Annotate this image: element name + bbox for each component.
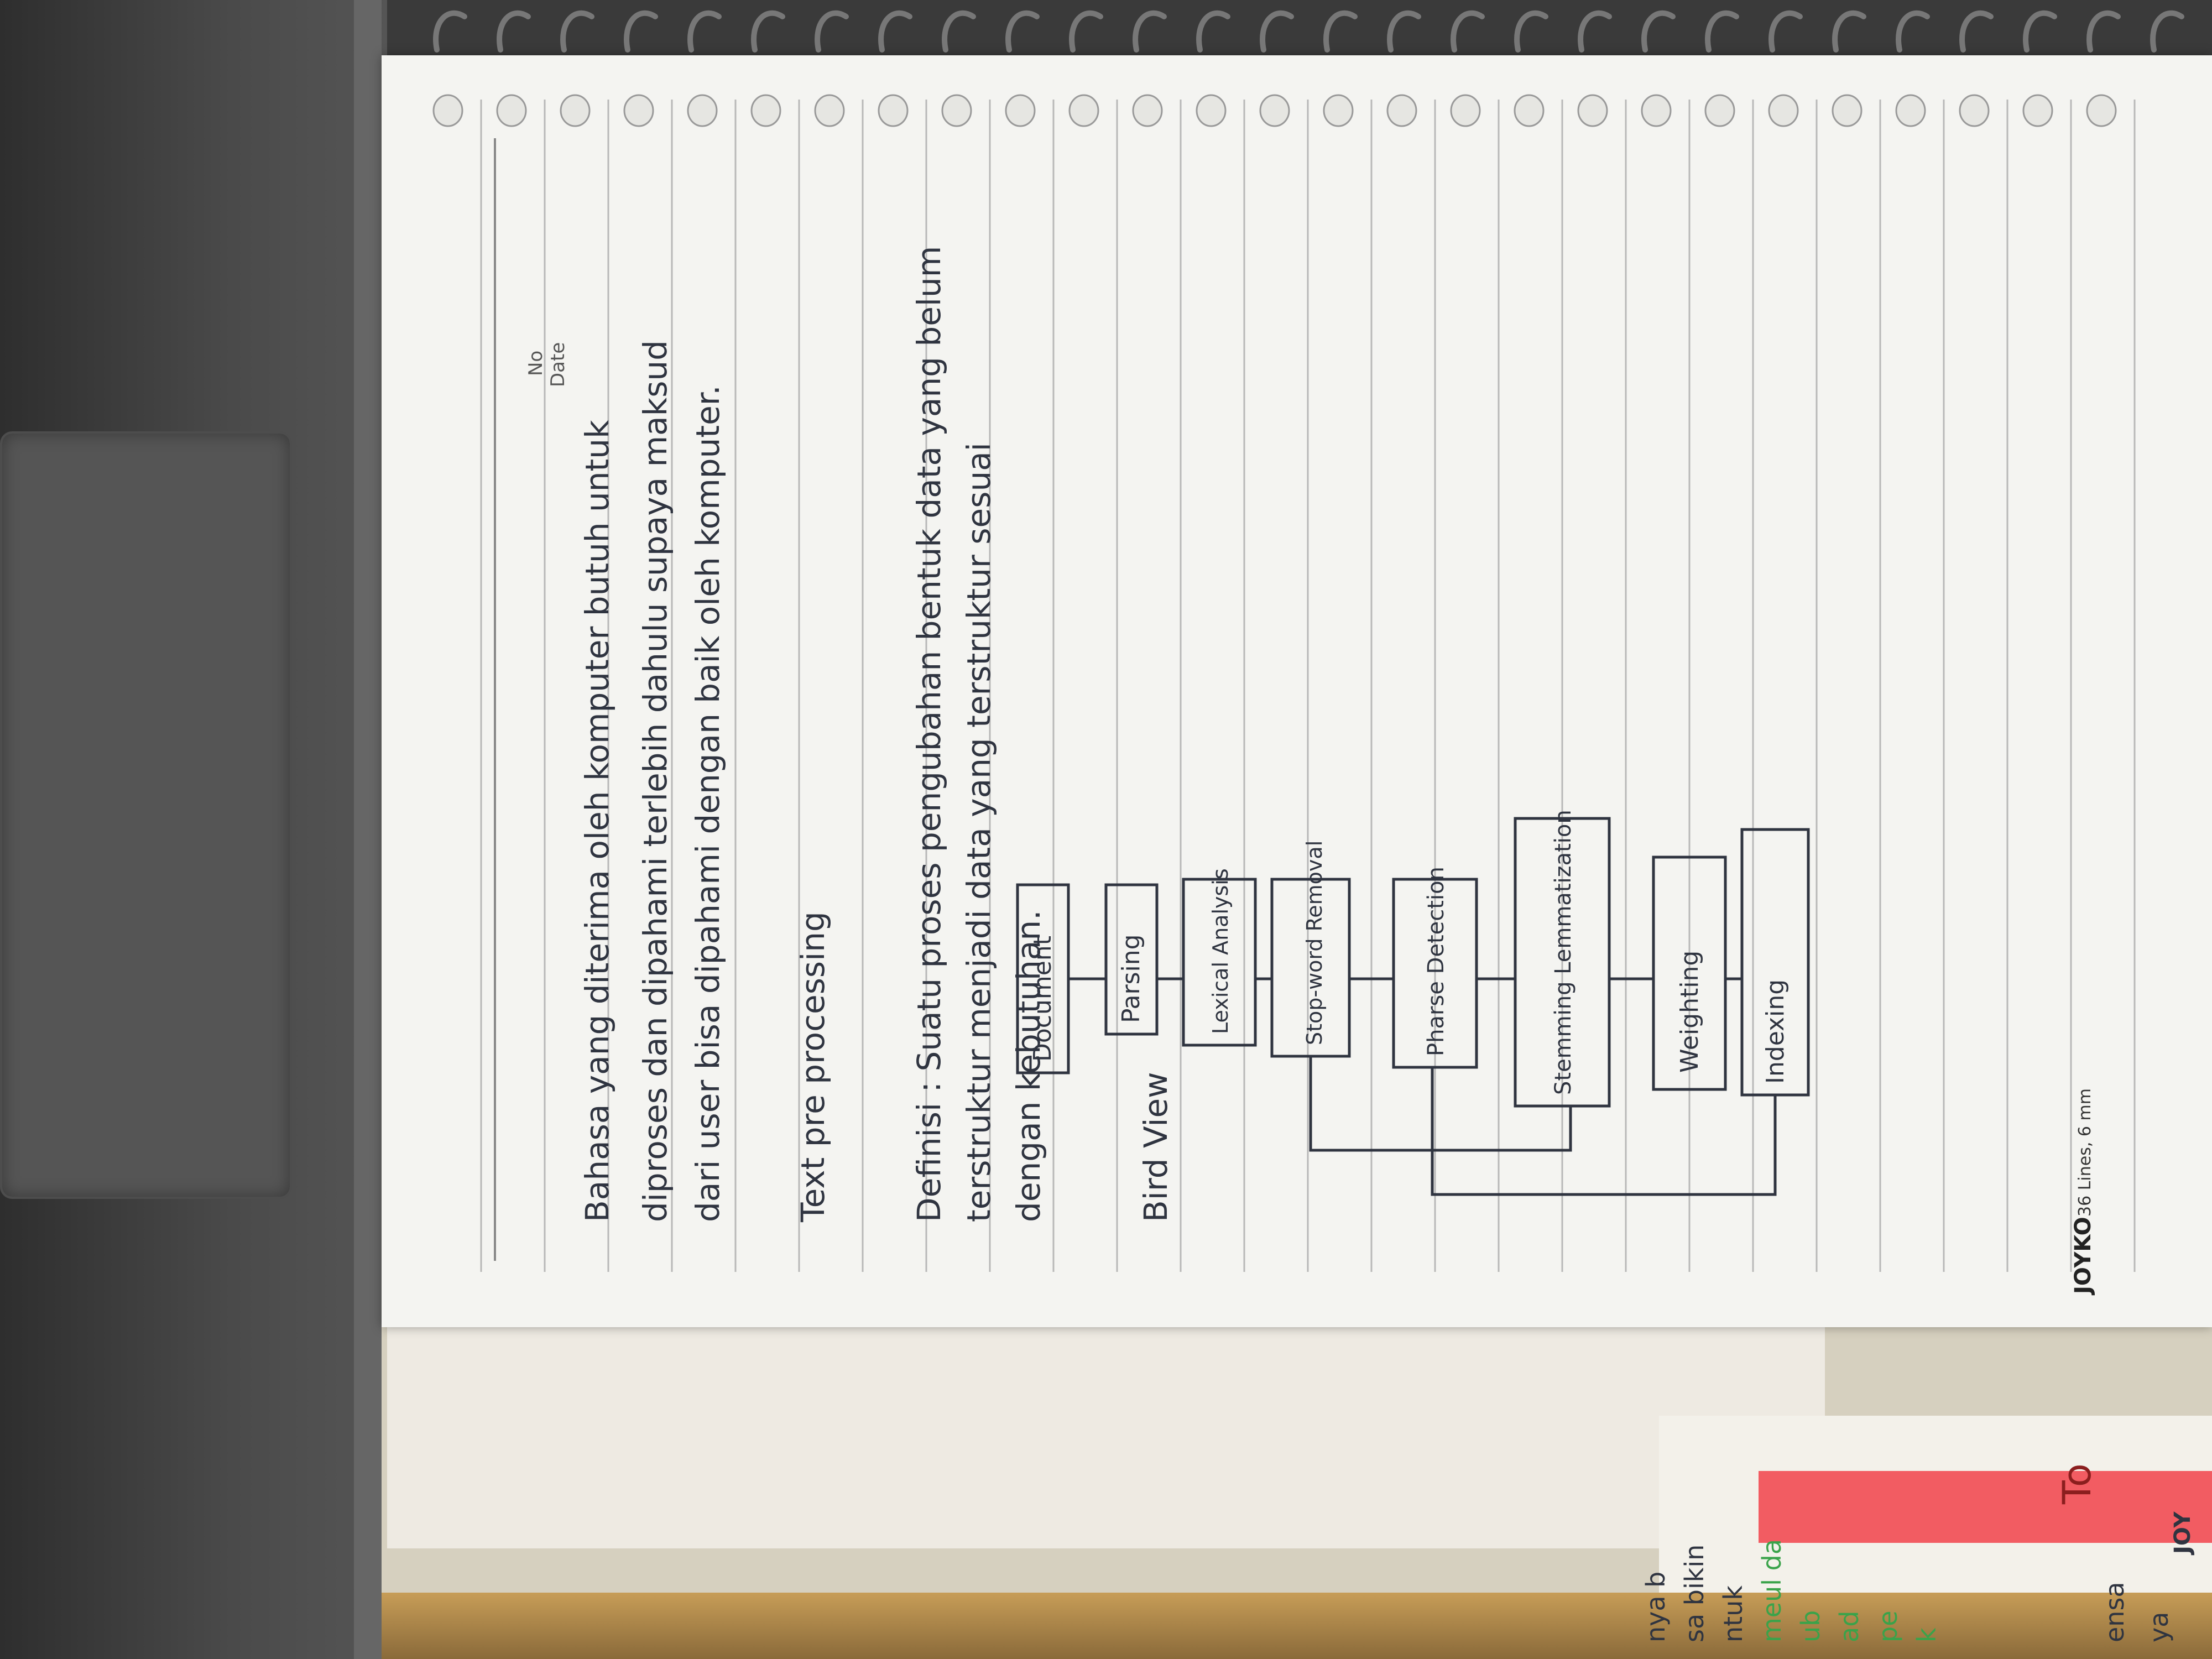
step-lexical: Lexical Analysis xyxy=(1208,868,1233,1034)
under-text-3: ntuk xyxy=(1718,1585,1748,1642)
step-box-weighting xyxy=(1652,855,1727,1091)
under-text-2: sa bikin xyxy=(1679,1545,1709,1642)
note-line-3: dari user bisa dipahami dengan baik oleh… xyxy=(689,385,727,1222)
under-text-6: ad xyxy=(1834,1611,1864,1642)
definition-line-3: dengan kebutuhan. xyxy=(1010,910,1047,1222)
section-heading: Text pre processing xyxy=(794,911,832,1223)
flow-diagram xyxy=(1016,817,1810,1196)
laptop-trackpad xyxy=(0,431,292,1199)
spiral-binding xyxy=(433,10,2184,53)
bird-view-heading: Bird View xyxy=(1137,1072,1175,1222)
under-page-text: nya b sa bikin ntuk meul da ub ad pe k e… xyxy=(1641,1463,2195,1643)
brand-name: JOYKO xyxy=(2070,1217,2096,1296)
under-text-to: To xyxy=(2054,1463,2100,1505)
under-text-10: ya xyxy=(2144,1612,2174,1642)
under-text-5: ub xyxy=(1796,1610,1825,1642)
step-stemming: Stemming Lemmatization xyxy=(1551,810,1576,1095)
under-sheet xyxy=(387,1316,1825,1548)
note-line-2: diproses dan dipahami terlebih dahulu su… xyxy=(637,340,674,1222)
step-box-lexical xyxy=(1182,878,1257,1047)
no-label: No xyxy=(525,351,547,376)
notebook-page: No Date Bahasa yang diterima oleh komput… xyxy=(382,55,2212,1327)
definition-line-1: Definisi : Suatu proses pengubahan bentu… xyxy=(910,246,948,1222)
under-text-7: pe xyxy=(1873,1611,1903,1643)
under-text-8: k xyxy=(1912,1627,1942,1642)
definition-line-2: terstruktur menjadi data yang terstruktu… xyxy=(960,442,998,1222)
punch-holes xyxy=(432,94,2117,127)
step-stopword: Stop-word Removal xyxy=(1302,841,1327,1045)
ruled-lines xyxy=(480,100,2136,1272)
step-weighting: Weighting xyxy=(1676,951,1704,1073)
under-text-9: ensa xyxy=(2100,1582,2130,1642)
step-document: Document xyxy=(1029,936,1057,1062)
step-box-pharse xyxy=(1392,878,1478,1069)
date-label: Date xyxy=(547,342,569,387)
step-box-parsing xyxy=(1104,883,1159,1036)
step-box-stemming xyxy=(1514,817,1611,1108)
under-text-4: meul da xyxy=(1757,1539,1787,1642)
note-line-1: Bahasa yang diterima oleh komputer butuh… xyxy=(578,420,616,1222)
notebook-cover-edge xyxy=(382,1593,2212,1659)
laptop-edge xyxy=(354,0,382,1659)
under-text-1: nya b xyxy=(1641,1572,1671,1642)
page-drawing: No Date Bahasa yang diterima oleh komput… xyxy=(432,94,2136,1296)
brand-spec: 36 Lines, 6 mm xyxy=(2075,1088,2095,1217)
step-pharse: Pharse Detection xyxy=(1423,867,1449,1056)
pink-sticky-tab xyxy=(1759,1471,2212,1543)
step-indexing: Indexing xyxy=(1761,979,1790,1084)
step-parsing: Parsing xyxy=(1117,934,1145,1023)
under-brand: JOY xyxy=(2170,1511,2195,1556)
